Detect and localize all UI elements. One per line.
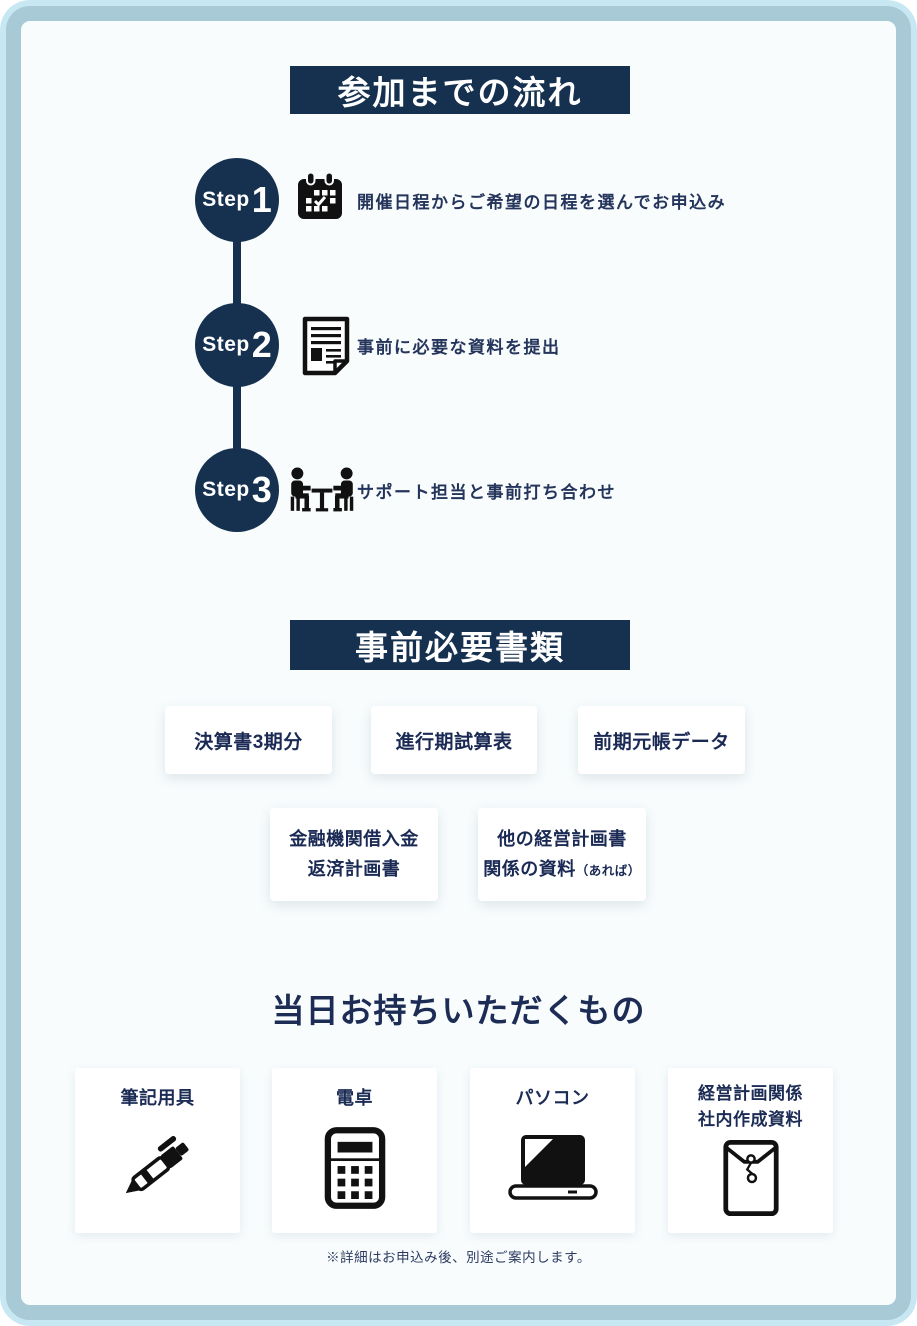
step2-label: Step xyxy=(202,333,250,356)
bring-card-laptop: パソコン xyxy=(470,1068,635,1233)
bring-card-label: 電卓 xyxy=(336,1088,373,1108)
step1-number: 1 xyxy=(251,179,272,220)
documents-section-title: 事前必要書類 xyxy=(290,620,630,670)
bring-section-title: 当日お持ちいただくもの xyxy=(271,992,646,1029)
step1-label: Step xyxy=(202,188,250,211)
step3-label: Step xyxy=(202,478,250,501)
calculator-icon xyxy=(272,1112,437,1233)
document-card-financial-statements: 決算書3期分 xyxy=(165,706,332,774)
step3-description: サポート担当と事前打ち合わせ xyxy=(357,483,616,502)
bring-card-writing-tools: 筆記用具 xyxy=(75,1068,240,1233)
footnote: ※詳細はお申込み後、別途ご案内します。 xyxy=(326,1250,591,1265)
laptop-icon xyxy=(470,1112,635,1233)
flow-section-title: 参加までの流れ xyxy=(290,66,630,114)
card-line2: 返済計画書 xyxy=(307,858,401,879)
document-card-trial-balance: 進行期試算表 xyxy=(371,706,537,774)
bring-card-calculator: 電卓 xyxy=(272,1068,437,1233)
bring-card-label: 経営計画関係 社内作成資料 xyxy=(698,1084,803,1129)
document-pouch-icon xyxy=(668,1132,833,1233)
card-note: （あれば） xyxy=(575,863,641,878)
card-line2: 関係の資料（あれば） xyxy=(483,858,641,879)
document-card-ledger-data: 前期元帳データ xyxy=(578,706,745,774)
card-line1: 金融機関借入金 xyxy=(289,828,419,849)
card-line1: 他の経営計画書 xyxy=(497,828,627,849)
document-icon xyxy=(301,315,351,377)
pen-icon xyxy=(75,1112,240,1233)
calendar-icon xyxy=(295,170,345,224)
step2-number: 2 xyxy=(251,324,272,365)
bring-card-plan-documents: 経営計画関係 社内作成資料 xyxy=(668,1068,833,1233)
step3-number: 3 xyxy=(251,469,272,510)
bring-card-label: パソコン xyxy=(515,1088,590,1108)
document-card-other-business-plans: 他の経営計画書 関係の資料（あれば） xyxy=(478,808,646,901)
meeting-icon xyxy=(286,466,358,514)
document-card-loan-repayment-plan: 金融機関借入金 返済計画書 xyxy=(270,808,438,901)
step2-description: 事前に必要な資料を提出 xyxy=(357,338,561,357)
step1-description: 開催日程からご希望の日程を選んでお申込み xyxy=(357,193,727,212)
bring-card-label: 筆記用具 xyxy=(120,1088,195,1108)
